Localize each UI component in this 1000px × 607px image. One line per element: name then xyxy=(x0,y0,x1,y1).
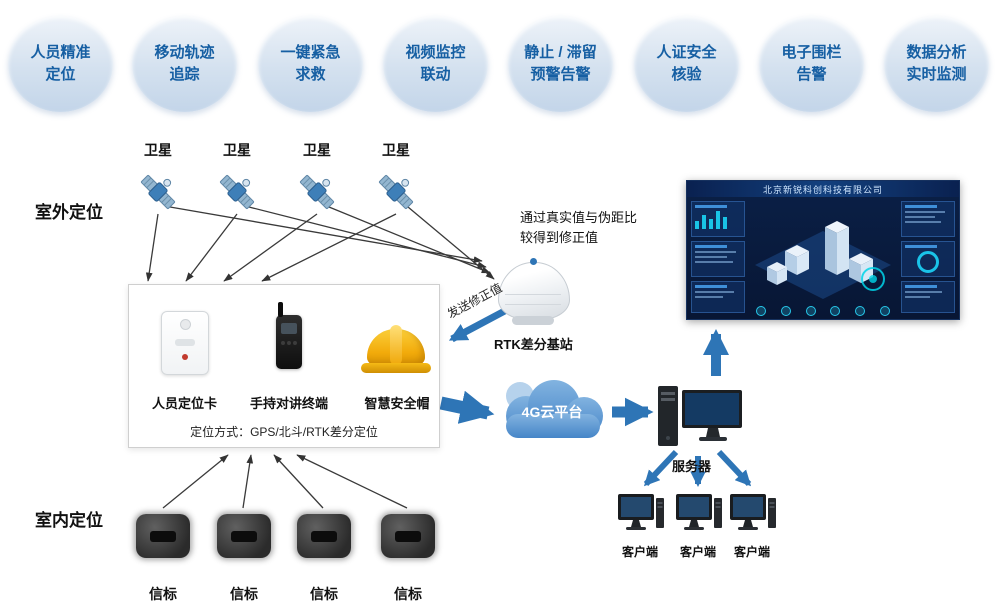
beacon-label: 信标 xyxy=(149,586,177,602)
positioning-method-caption: 定位方式：GPS/北斗/RTK差分定位 xyxy=(190,425,378,439)
beacon-label: 信标 xyxy=(230,586,258,602)
dashboard-panel xyxy=(691,281,745,313)
feature-badge: 静止 / 滞留预警告警 xyxy=(508,16,613,112)
satellite-icon xyxy=(140,174,176,210)
feature-badge: 一键紧急求救 xyxy=(258,16,363,112)
client-label: 客户端 xyxy=(733,545,770,559)
feature-badge: 视频监控联动 xyxy=(383,16,488,112)
satellite-icon xyxy=(299,174,335,210)
helmet-label: 智慧安全帽 xyxy=(364,396,430,411)
feature-badge: 数据分析实时监测 xyxy=(884,16,989,112)
feature-badge: 人员精准定位 xyxy=(8,16,113,112)
beacon-icon xyxy=(381,514,435,558)
rtk-label: RTK差分基站 xyxy=(494,337,573,352)
client-label: 客户端 xyxy=(679,545,716,559)
dashboard-panel xyxy=(901,241,955,277)
dashboard-3d-plant xyxy=(755,221,891,299)
cloud-platform-label: 4G云平台 xyxy=(521,404,583,420)
beacon-label: 信标 xyxy=(394,586,422,602)
id-card-icon xyxy=(161,311,209,375)
server-label: 服务器 xyxy=(672,459,712,474)
dashboard-panel xyxy=(901,281,955,313)
cloud-icon xyxy=(506,380,603,438)
handheld-radio-icon xyxy=(276,302,302,369)
id-card-label: 人员定位卡 xyxy=(151,396,217,411)
client-computer-icon xyxy=(676,494,722,530)
safety-helmet-icon xyxy=(361,323,431,375)
rtk-note: 通过真实值与伪距比 较得到修正值 xyxy=(520,210,638,245)
client-label: 客户端 xyxy=(621,545,658,559)
satellite-icon xyxy=(378,174,414,210)
feature-badge: 电子围栏告警 xyxy=(759,16,864,112)
server-icon xyxy=(658,386,742,446)
dashboard-title: 北京新锐科创科技有限公司 xyxy=(687,181,959,197)
satellite-label: 卫星 xyxy=(223,142,251,158)
satellite-label: 卫星 xyxy=(382,142,410,158)
dashboard-panel xyxy=(691,201,745,237)
beacon-icon xyxy=(297,514,351,558)
outdoor-zone-label: 室外定位 xyxy=(35,203,103,222)
satellite-icon xyxy=(219,174,255,210)
monitoring-dashboard-screenshot: 北京新锐科创科技有限公司 xyxy=(686,180,960,320)
dashboard-panel xyxy=(901,201,955,237)
indoor-zone-label: 室内定位 xyxy=(35,511,103,530)
beacon-icon xyxy=(136,514,190,558)
positioning-devices-panel: 人员定位卡 手持对讲终端 智慧安全帽 定位方式：GPS/北斗/RTK差分定位 xyxy=(128,284,440,448)
feature-badge: 移动轨迹追踪 xyxy=(132,16,237,112)
satellite-label: 卫星 xyxy=(303,142,331,158)
feature-badge: 人证安全核验 xyxy=(634,16,739,112)
handheld-label: 手持对讲终端 xyxy=(249,396,328,411)
beacon-icon xyxy=(217,514,271,558)
beacon-label: 信标 xyxy=(310,586,338,602)
client-computer-icon xyxy=(618,494,664,530)
rtk-base-station-icon xyxy=(496,258,570,330)
dashboard-panel xyxy=(691,241,745,277)
dashboard-icon-row xyxy=(749,306,897,316)
satellite-label: 卫星 xyxy=(144,142,172,158)
client-computer-icon xyxy=(730,494,776,530)
